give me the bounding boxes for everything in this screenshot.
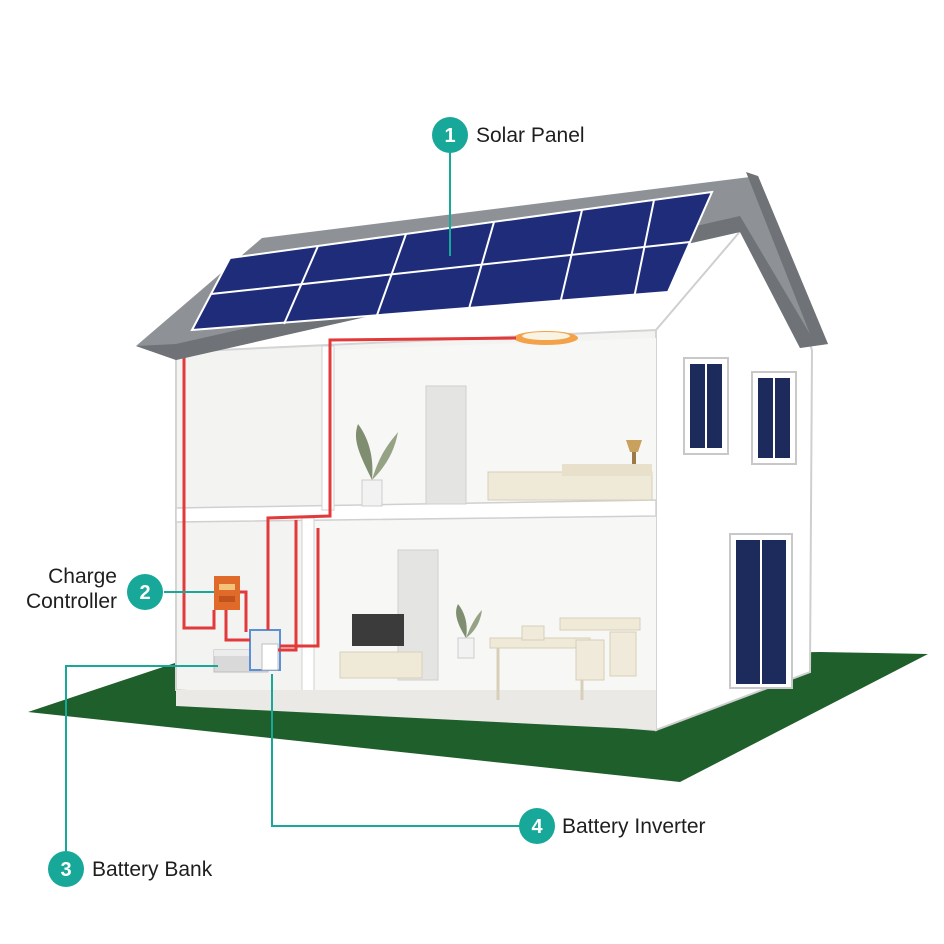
label-charge-controller-line2: Controller	[26, 590, 117, 613]
callout-charge-controller: 2 Charge Controller	[26, 565, 163, 613]
callout-solar-panel: 1 Solar Panel	[432, 117, 585, 153]
callout-battery-inverter: 4 Battery Inverter	[519, 808, 706, 844]
solar-panel-array	[190, 190, 714, 332]
side-window-upper-left	[683, 357, 729, 455]
side-window-upper-right	[751, 371, 797, 465]
ceiling-light	[514, 331, 578, 345]
lower-partition-wall	[301, 517, 315, 693]
badge-1	[432, 117, 468, 153]
badge-3	[48, 851, 84, 887]
label-solar-panel: Solar Panel	[476, 124, 585, 147]
bed	[487, 464, 653, 501]
upper-door	[425, 385, 467, 505]
badge-4-number: 4	[531, 816, 543, 838]
lamp	[626, 440, 642, 464]
potted-plant-upper	[355, 424, 398, 507]
roof-edge	[136, 172, 828, 360]
dining-set	[489, 617, 641, 700]
ground-floor	[176, 690, 656, 730]
side-door	[729, 533, 793, 689]
badge-1-number: 1	[444, 125, 455, 147]
label-battery-inverter: Battery Inverter	[562, 815, 706, 838]
callout-battery-bank: 3 Battery Bank	[48, 851, 213, 887]
charge-controller-device	[214, 576, 240, 610]
badge-3-number: 3	[60, 859, 71, 881]
tv-stand	[339, 614, 423, 679]
leader-lines	[65, 152, 536, 852]
badge-2	[127, 574, 163, 610]
upper-partition-wall	[321, 345, 335, 511]
badge-4	[519, 808, 555, 844]
label-charge-controller-line1: Charge	[48, 565, 117, 588]
label-battery-bank: Battery Bank	[92, 858, 213, 881]
badge-2-number: 2	[139, 582, 150, 604]
potted-plant-lower	[456, 604, 482, 659]
battery-inverter-device	[249, 629, 281, 671]
